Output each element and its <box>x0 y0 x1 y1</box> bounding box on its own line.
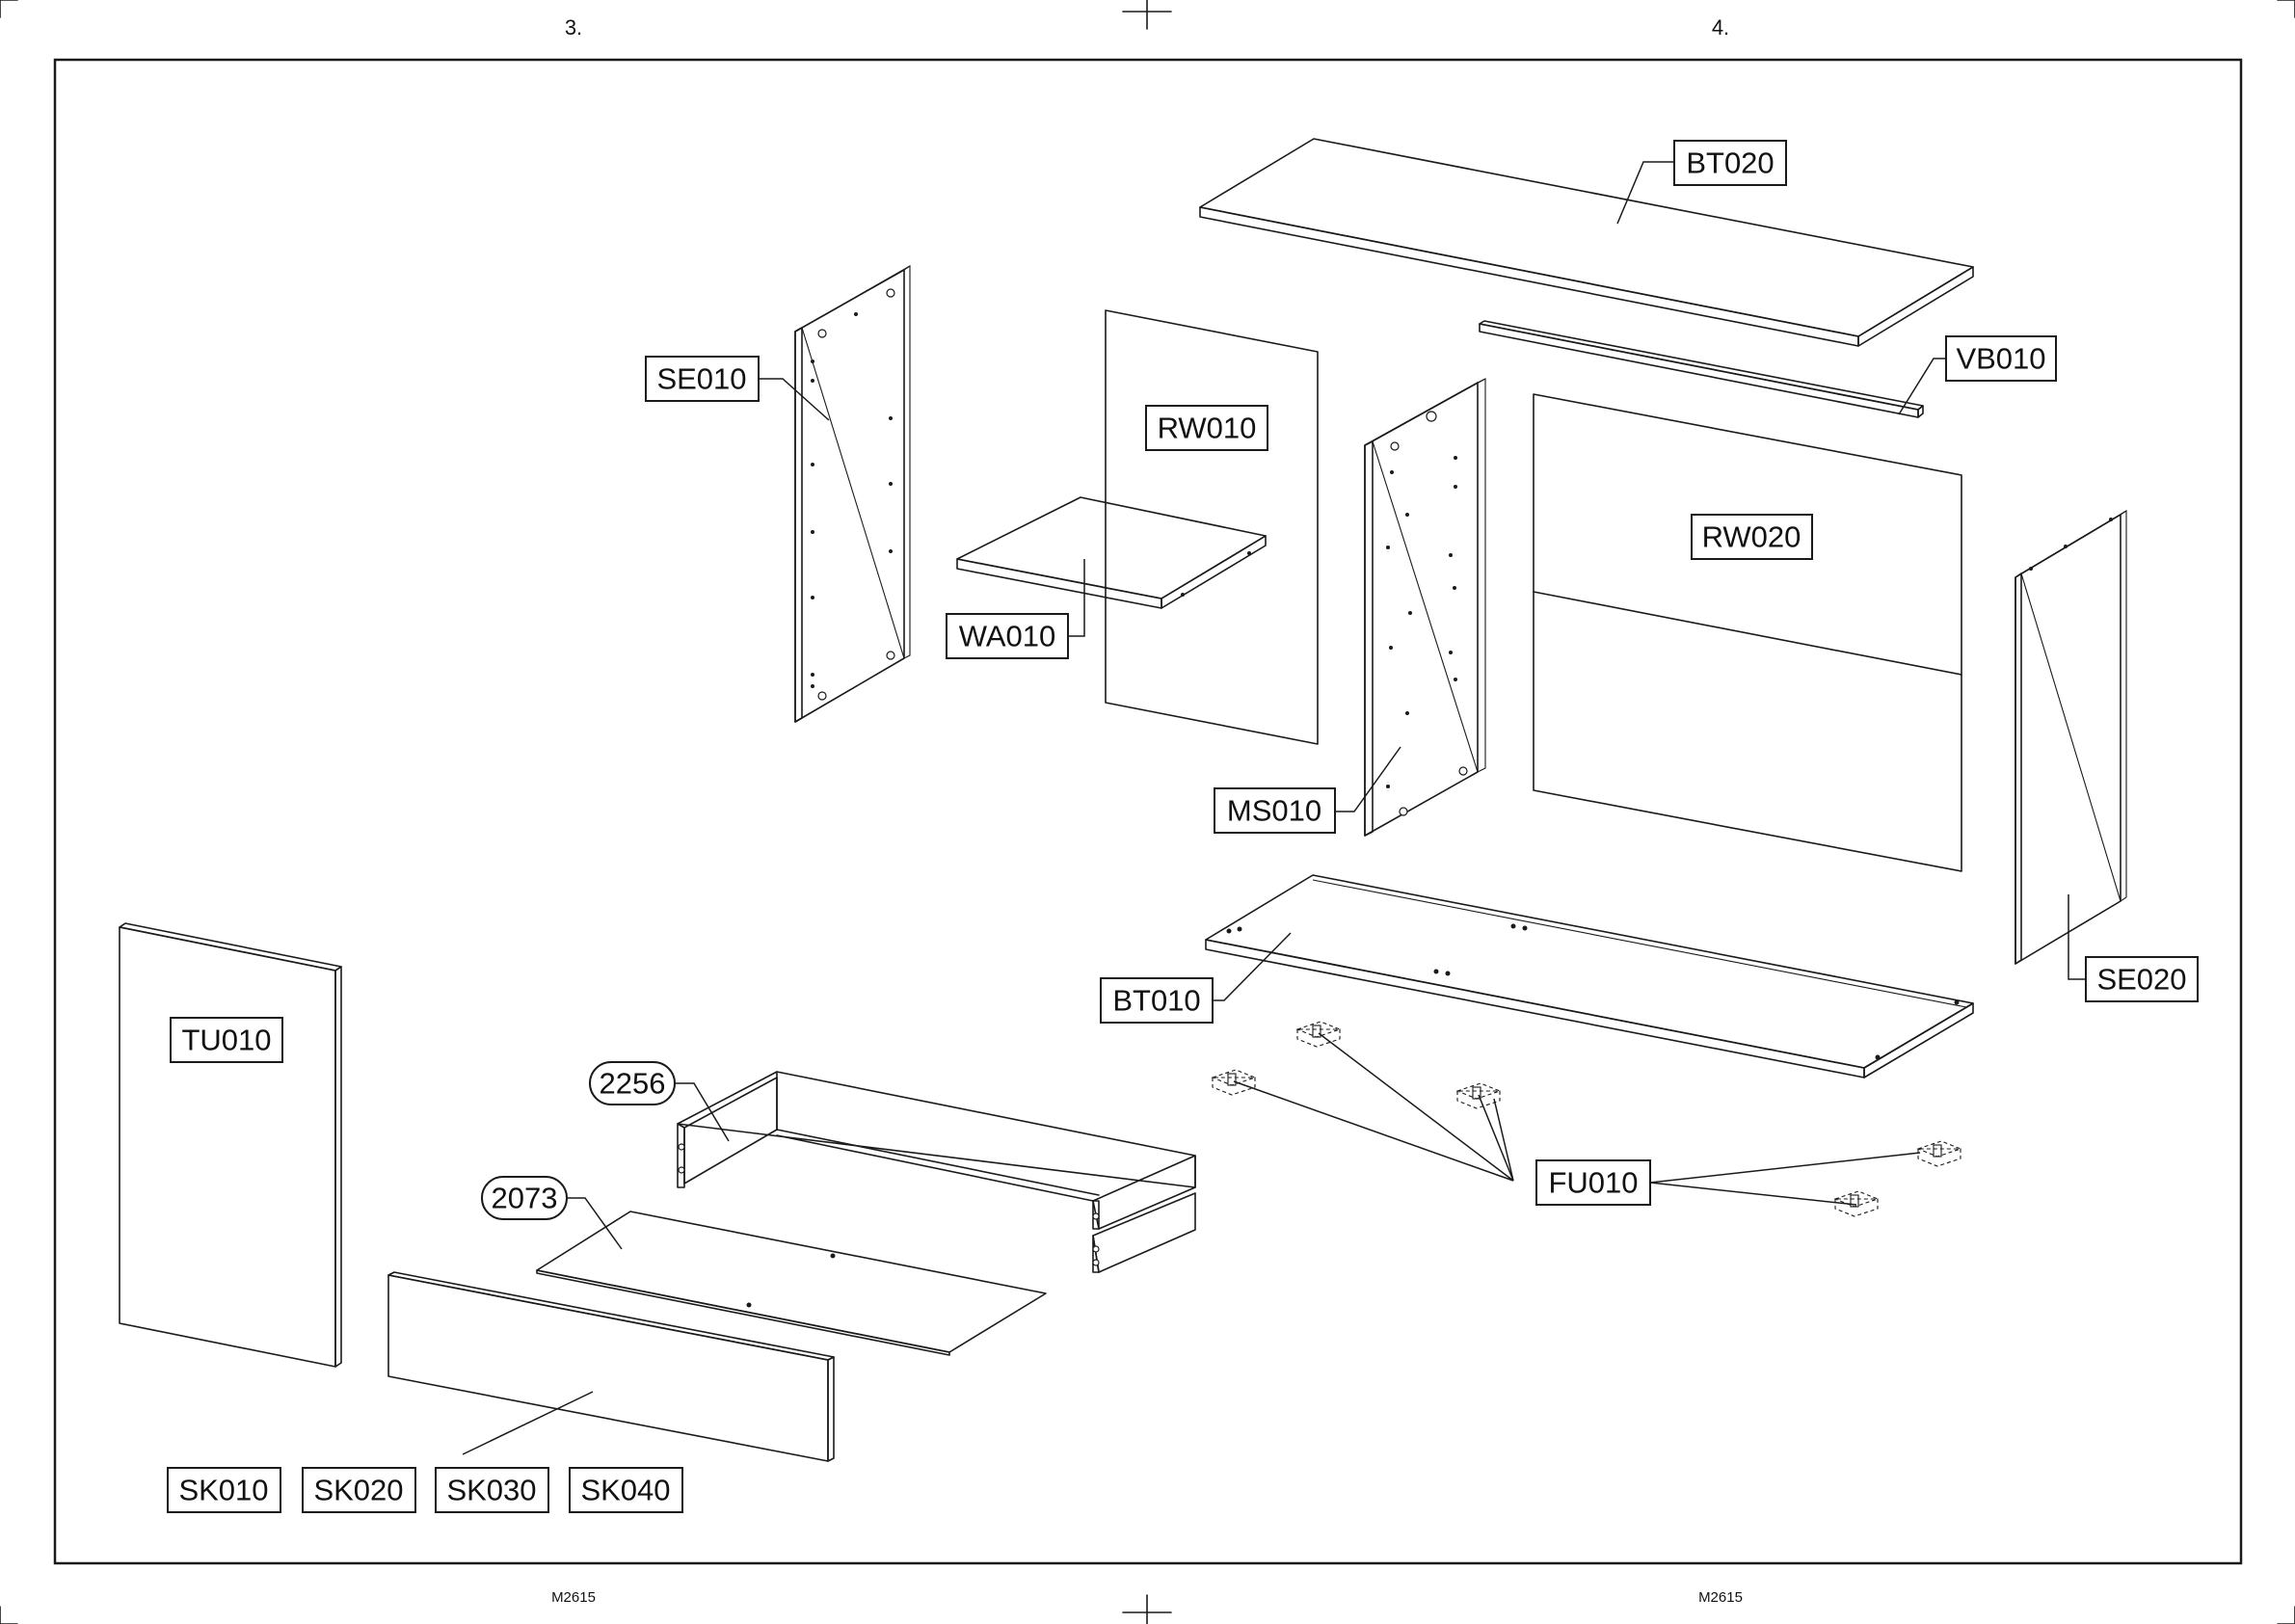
label-2073: 2073 <box>482 1177 567 1219</box>
part-sk-drawer-front <box>388 1272 834 1461</box>
svg-text:MS010: MS010 <box>1227 794 1321 828</box>
foot-4 <box>1918 1141 1961 1166</box>
label-fu010: FU010 <box>1536 1160 1650 1205</box>
part-se010-side-panel <box>795 266 910 722</box>
label-se010: SE010 <box>646 357 759 401</box>
label-sk010: SK010 <box>168 1468 280 1512</box>
label-sk040: SK040 <box>570 1468 682 1512</box>
svg-text:SE020: SE020 <box>2096 963 2186 997</box>
label-tu010: TU010 <box>171 1018 282 1062</box>
part-bt010-bottom-board <box>1206 875 1973 1078</box>
label-wa010: WA010 <box>947 614 1068 658</box>
svg-text:RW010: RW010 <box>1158 412 1257 445</box>
page-number-right: 4. <box>1712 15 1729 40</box>
label-sk030: SK030 <box>436 1468 548 1512</box>
svg-text:BT020: BT020 <box>1686 146 1774 180</box>
foot-2 <box>1297 1022 1340 1047</box>
footer-code-right: M2615 <box>1698 1589 1743 1606</box>
svg-text:WA010: WA010 <box>959 620 1056 653</box>
label-2256: 2256 <box>590 1062 675 1105</box>
part-rw010-back-panel <box>1106 310 1318 744</box>
page-number-left: 3. <box>565 15 582 40</box>
svg-text:BT010: BT010 <box>1112 984 1200 1018</box>
svg-text:TU010: TU010 <box>181 1024 271 1057</box>
svg-text:SK020: SK020 <box>313 1474 403 1507</box>
part-tu010-door <box>120 923 341 1367</box>
svg-text:SK010: SK010 <box>178 1474 268 1507</box>
label-se020: SE020 <box>2086 957 2198 1001</box>
part-wa010-shelf <box>957 497 1266 608</box>
part-2073-drawer-bottom <box>537 1211 1046 1355</box>
part-rw020-back-panel <box>1534 394 1961 871</box>
svg-text:VB010: VB010 <box>1956 342 2045 376</box>
label-rw010: RW010 <box>1146 406 1268 450</box>
footer-code-left: M2615 <box>551 1589 596 1606</box>
svg-text:2073: 2073 <box>492 1182 558 1215</box>
svg-text:FU010: FU010 <box>1548 1166 1638 1200</box>
label-ms010: MS010 <box>1214 788 1335 833</box>
part-ms010-middle-panel <box>1365 379 1485 836</box>
label-vb010: VB010 <box>1946 336 2056 381</box>
svg-text:RW020: RW020 <box>1702 520 1801 554</box>
label-rw020: RW020 <box>1692 515 1812 559</box>
svg-text:SE010: SE010 <box>656 362 746 396</box>
part-2256-drawer-frame <box>678 1072 1195 1272</box>
svg-text:SK030: SK030 <box>446 1474 536 1507</box>
label-bt020: BT020 <box>1674 141 1786 185</box>
svg-text:2256: 2256 <box>600 1067 666 1101</box>
svg-text:SK040: SK040 <box>580 1474 670 1507</box>
part-se020-side-panel <box>2015 511 2126 964</box>
foot-1 <box>1213 1070 1255 1095</box>
label-sk020: SK020 <box>303 1468 415 1512</box>
label-bt010: BT010 <box>1101 978 1213 1023</box>
part-bt020-top-board <box>1200 139 1973 346</box>
